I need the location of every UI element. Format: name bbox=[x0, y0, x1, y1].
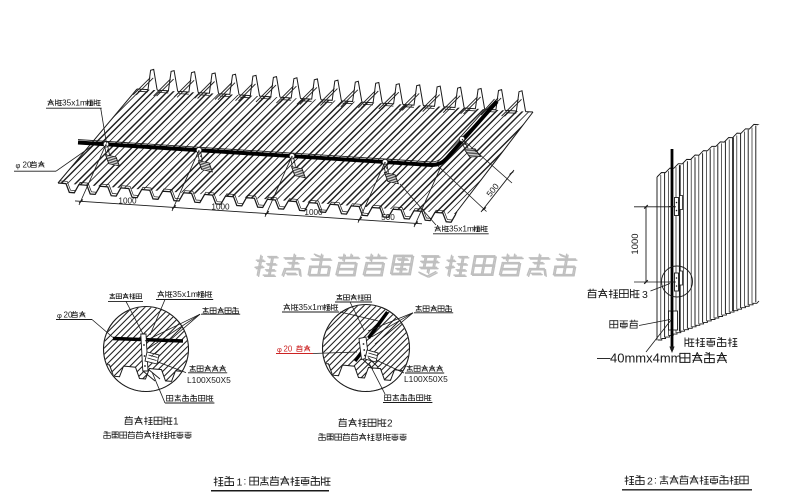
svg-text:1000: 1000 bbox=[630, 233, 641, 254]
svg-text:—: — bbox=[597, 350, 611, 365]
svg-text:20: 20 bbox=[284, 345, 293, 354]
svg-text::: : bbox=[244, 477, 247, 488]
svg-text:2: 2 bbox=[387, 419, 393, 430]
svg-text:3: 3 bbox=[642, 289, 648, 301]
svg-text:1: 1 bbox=[237, 477, 243, 489]
svg-text:500: 500 bbox=[381, 213, 395, 222]
svg-text:35x1mm: 35x1mm bbox=[62, 98, 94, 108]
svg-text:1000: 1000 bbox=[304, 208, 323, 217]
svg-text:20: 20 bbox=[64, 310, 73, 319]
svg-text:L100X50X5: L100X50X5 bbox=[404, 374, 448, 384]
svg-text:φ: φ bbox=[277, 345, 282, 354]
svg-text:φ: φ bbox=[57, 311, 62, 320]
svg-text:20: 20 bbox=[23, 160, 32, 169]
svg-text:35x1mm: 35x1mm bbox=[298, 302, 331, 312]
svg-text:35x1mm: 35x1mm bbox=[172, 289, 205, 299]
svg-text:φ: φ bbox=[16, 161, 21, 170]
svg-text:35x1mm: 35x1mm bbox=[449, 224, 481, 234]
svg-text:1: 1 bbox=[173, 417, 179, 428]
svg-text:L100X50X5: L100X50X5 bbox=[187, 375, 231, 385]
svg-text:40mmx4mm: 40mmx4mm bbox=[610, 351, 682, 366]
svg-text:2: 2 bbox=[647, 475, 653, 487]
svg-text:1000: 1000 bbox=[118, 196, 137, 205]
svg-text::: : bbox=[654, 476, 657, 487]
svg-text:1000: 1000 bbox=[211, 202, 230, 211]
